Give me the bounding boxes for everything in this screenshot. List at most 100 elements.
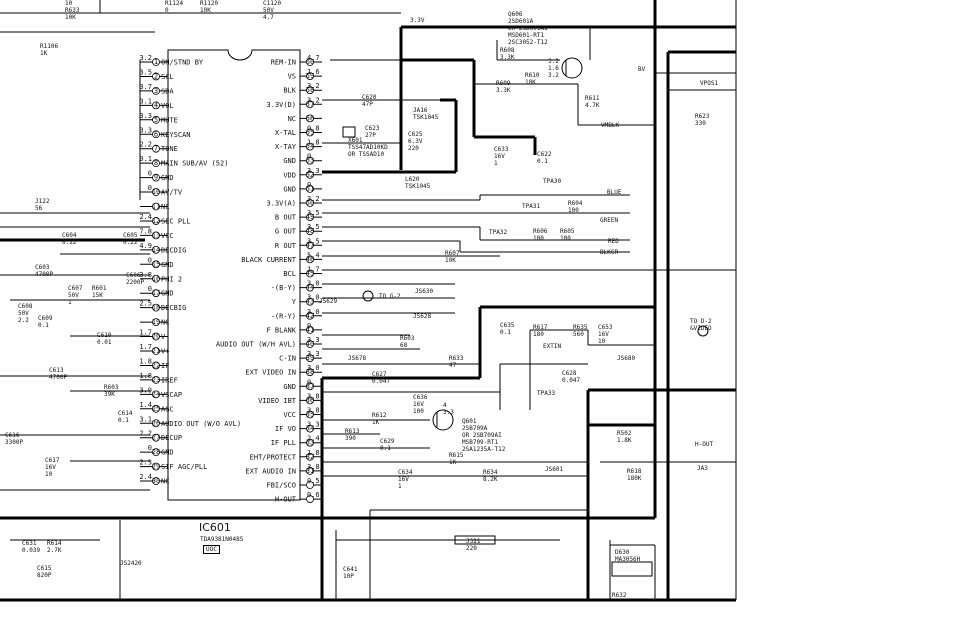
pin-voltage: 0.6 bbox=[307, 491, 320, 499]
pin-number: 7 bbox=[154, 145, 158, 153]
pin-voltage: 3.2 bbox=[139, 54, 152, 62]
label-top-resistors: C1120 50V 4.7 bbox=[263, 0, 282, 21]
pin-voltage: 3.0 bbox=[307, 294, 320, 302]
pin-number: 23 bbox=[152, 376, 160, 384]
pin-signal: NC bbox=[288, 115, 296, 123]
pin-voltage: 0.1 bbox=[139, 155, 152, 163]
label-r502: R502 1.8K bbox=[617, 430, 632, 444]
label-vpos1: VPOS1 bbox=[700, 80, 719, 87]
label-r608: R608 3.3K bbox=[500, 47, 515, 61]
pin-voltage: 3.5 bbox=[307, 223, 320, 231]
pin-signal: GND bbox=[161, 449, 174, 457]
label-c609: C609 0.1 bbox=[38, 315, 53, 329]
pin-number: 56 bbox=[306, 114, 314, 122]
label-l620: L620 TSK1045 bbox=[405, 176, 431, 190]
label-r615: R615 1K bbox=[449, 452, 464, 466]
label-r601: R601 15K bbox=[92, 285, 107, 299]
label-top-resistors: R1120 10K bbox=[200, 0, 219, 14]
label-bv: BV bbox=[638, 66, 646, 73]
label-top-resistors: R1124 0 bbox=[165, 0, 184, 14]
pin-number: 48 bbox=[306, 227, 314, 235]
pin-voltage: 1.8 bbox=[307, 449, 320, 457]
pin-voltage: 2.4 bbox=[139, 473, 152, 481]
pin-voltage: 3.5 bbox=[307, 237, 320, 245]
pin-signal: R OUT bbox=[275, 242, 297, 250]
pin-signal: BLACK CURRENT bbox=[241, 256, 297, 264]
pin-signal: VSCAP bbox=[161, 391, 182, 399]
label-q601: Q601 2SB709A OR 2SB709AI MSB709-RT1 2SA1… bbox=[462, 418, 506, 453]
pin-voltage: 0.5 bbox=[307, 477, 320, 485]
label-c636: C636 16V 100 bbox=[413, 394, 428, 415]
pin-number: 49 bbox=[306, 213, 314, 221]
label-r623: R623 330 bbox=[695, 113, 710, 127]
label-r603: R603 68 bbox=[400, 335, 415, 349]
pin-voltage: 3.2 bbox=[307, 96, 320, 104]
pin-signal: NC bbox=[161, 478, 169, 486]
pin-voltage: 3.5 bbox=[139, 68, 152, 76]
pin-signal: SDA bbox=[161, 87, 174, 95]
pin-voltage: 2.4 bbox=[139, 213, 152, 221]
pin-number: 15 bbox=[152, 260, 160, 268]
pin-number: 46 bbox=[306, 255, 314, 263]
label-c604: C604 0.22 bbox=[62, 232, 77, 246]
pin-number: 55 bbox=[306, 129, 314, 137]
pin-number: 10 bbox=[152, 188, 160, 196]
label-c613: C613 4700P bbox=[49, 367, 68, 381]
pin-number: 9 bbox=[154, 174, 158, 182]
label-q606-v: 3.2 1.6 3.2 bbox=[548, 58, 559, 79]
pin-voltage: 1.7 bbox=[307, 266, 320, 274]
pin-voltage: 0 bbox=[307, 378, 311, 386]
pin-signal: SIF AGC/PLL bbox=[161, 463, 207, 471]
pin-number: 4 bbox=[154, 101, 158, 109]
label-tog2: TO G-2 bbox=[379, 293, 401, 300]
pin-number: 31 bbox=[306, 467, 314, 475]
pin-signal: TONE bbox=[161, 145, 178, 153]
pin-voltage: 3.1 bbox=[139, 415, 152, 423]
pin-signal: EXT VIDEO IN bbox=[245, 369, 296, 377]
pin-number: 33 bbox=[306, 439, 314, 447]
wiring bbox=[0, 0, 736, 600]
to-d2-connector bbox=[697, 325, 709, 337]
x601-crystal bbox=[342, 126, 356, 138]
pin-number: 52 bbox=[306, 171, 314, 179]
pin-voltage: 0 bbox=[148, 444, 152, 452]
ic-right-pins: 60REM-IN4.759VS1.658BLK3.2573.3V(D)3.256… bbox=[216, 54, 322, 504]
pin-signal: V- bbox=[161, 333, 169, 341]
pin-signal: IF PLL bbox=[271, 439, 296, 447]
pin-number: 43 bbox=[306, 298, 314, 306]
pin-signal: VOL bbox=[161, 102, 174, 110]
label-c620: C620 47P bbox=[362, 94, 377, 108]
pin-signal: 3.3V(A) bbox=[266, 200, 296, 208]
label-r605: R605 100 bbox=[560, 228, 575, 242]
pin-voltage: 3.3 bbox=[307, 421, 320, 429]
pin-signal: -(R-Y) bbox=[271, 312, 296, 320]
label-red: RED bbox=[608, 238, 619, 245]
pin-signal: VIDEO IBT bbox=[258, 397, 297, 405]
pin-voltage: 2.2 bbox=[139, 141, 152, 149]
pin-signal: IF bbox=[161, 362, 169, 370]
label-c634: C634 16V 1 bbox=[398, 469, 413, 490]
label-top-l: 10 R633 10K bbox=[65, 0, 80, 21]
pin-signal: BLK bbox=[283, 87, 296, 95]
label-c629: C629 0.1 bbox=[380, 438, 395, 452]
pin-number: 19 bbox=[152, 318, 160, 326]
label-rail: 3.3V bbox=[410, 17, 425, 24]
frame-lines bbox=[0, 0, 737, 602]
label-c633: C633 16V 1 bbox=[494, 146, 509, 167]
pin-signal: H-OUT bbox=[275, 496, 297, 504]
pin-signal: DECDIG bbox=[161, 246, 186, 254]
pin-number: 35 bbox=[306, 411, 314, 419]
pin-voltage: 0 bbox=[148, 184, 152, 192]
pin-voltage: 0 bbox=[307, 181, 311, 189]
pin-number: 36 bbox=[306, 396, 314, 404]
pin-signal: F BLANK bbox=[266, 326, 296, 334]
label-r634: R634 8.2K bbox=[483, 469, 498, 483]
pin-voltage: 3.3 bbox=[307, 167, 320, 175]
pin-number: 26 bbox=[152, 419, 160, 427]
pin-number: 32 bbox=[306, 453, 314, 461]
label-tpa30: TPA30 bbox=[543, 178, 562, 185]
pin-voltage: 0 bbox=[148, 170, 152, 178]
pin-number: 8 bbox=[154, 159, 158, 167]
label-d630: D630 MA3056H bbox=[615, 549, 641, 563]
